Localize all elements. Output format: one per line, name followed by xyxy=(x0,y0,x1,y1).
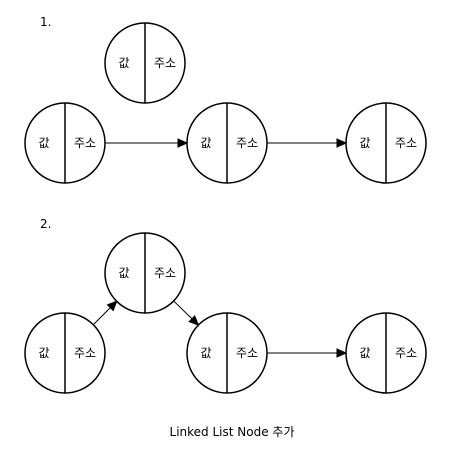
node-address-label: 주소 xyxy=(395,346,417,360)
node-value-label: 값 xyxy=(38,346,49,360)
list-node: 값 주소 xyxy=(24,102,106,184)
step-1-label: 1. xyxy=(40,15,51,29)
arrow-head-icon xyxy=(336,138,348,148)
node-address-label: 주소 xyxy=(74,136,96,150)
next-pointer-arrow xyxy=(267,348,348,358)
node-value-label: 값 xyxy=(359,346,370,360)
next-pointer-arrow xyxy=(92,300,118,326)
list-node: 값 주소 xyxy=(24,312,106,394)
arrow-line xyxy=(92,307,111,326)
next-pointer-arrow xyxy=(105,138,189,148)
node-address-label: 주소 xyxy=(74,346,96,360)
labels-layer: 1. 2. Linked List Node 추가 xyxy=(40,15,294,439)
edges-layer xyxy=(92,138,348,358)
node-address-label: 주소 xyxy=(395,136,417,150)
node-address-label: 주소 xyxy=(154,266,176,280)
list-node: 값 주소 xyxy=(345,102,427,184)
node-address-label: 주소 xyxy=(154,56,176,70)
step-2-label: 2. xyxy=(40,217,51,231)
node-value-label: 값 xyxy=(38,136,49,150)
list-node: 값 주소 xyxy=(104,22,186,104)
arrow-head-icon xyxy=(106,300,118,312)
node-value-label: 값 xyxy=(200,136,211,150)
node-value-label: 값 xyxy=(200,346,211,360)
arrow-head-icon xyxy=(177,138,189,148)
list-node: 값 주소 xyxy=(345,312,427,394)
diagram-caption: Linked List Node 추가 xyxy=(170,425,295,439)
node-value-label: 값 xyxy=(118,266,129,280)
list-node: 값 주소 xyxy=(186,312,268,394)
list-node: 값 주소 xyxy=(104,232,186,314)
list-node: 값 주소 xyxy=(186,102,268,184)
next-pointer-arrow xyxy=(267,138,348,148)
next-pointer-arrow xyxy=(173,300,200,326)
node-value-label: 값 xyxy=(118,56,129,70)
arrow-head-icon xyxy=(188,315,200,326)
node-value-label: 값 xyxy=(359,136,370,150)
arrow-head-icon xyxy=(336,348,348,358)
node-address-label: 주소 xyxy=(236,136,258,150)
node-address-label: 주소 xyxy=(236,346,258,360)
arrow-line xyxy=(173,300,193,320)
